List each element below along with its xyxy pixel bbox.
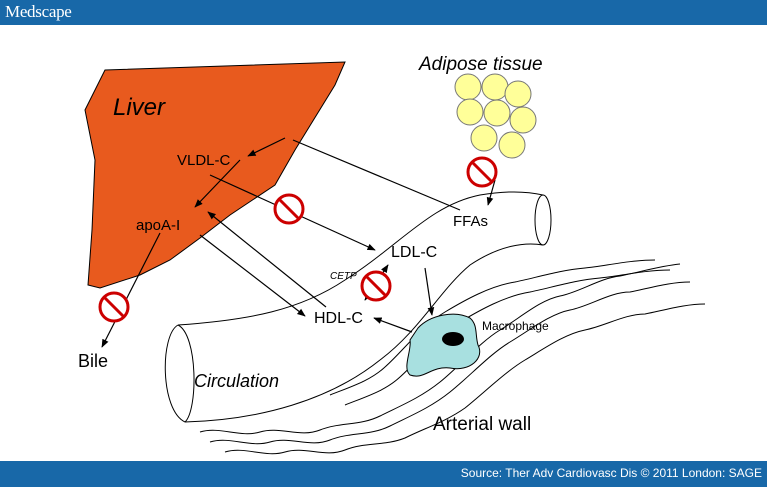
inhibit-symbol bbox=[98, 291, 130, 323]
ffas-label: FFAs bbox=[453, 213, 489, 230]
arterial-wall-label: Arterial wall bbox=[433, 414, 532, 435]
diagram-canvas bbox=[84, 61, 706, 455]
circulation-label: Circulation bbox=[194, 371, 280, 391]
macrophage-shape bbox=[406, 313, 481, 377]
adipose-tissue-label: Adipose tissue bbox=[419, 54, 543, 75]
macrophage-label: Macrophage bbox=[482, 319, 549, 333]
hdl-c-label: HDL-C bbox=[314, 310, 363, 327]
brand-logo: Medscape bbox=[5, 2, 72, 21]
cetp-label: CETP bbox=[330, 271, 357, 282]
macrophage-nucleus bbox=[442, 332, 464, 346]
liver-shape bbox=[84, 61, 346, 289]
header-bar: Medscape bbox=[0, 0, 767, 25]
circulation-vessel bbox=[164, 191, 552, 423]
diagram: Liver Adipose tissue VLDL-C apoA-I FFAs … bbox=[0, 25, 767, 461]
adipose-cells bbox=[454, 73, 537, 159]
footer-bar: Source: Ther Adv Cardiovasc Dis © 2011 L… bbox=[0, 461, 767, 487]
vldl-c-label: VLDL-C bbox=[177, 152, 231, 169]
bile-label: Bile bbox=[78, 351, 109, 371]
inhibit-symbol bbox=[360, 270, 392, 302]
ldl-c-label: LDL-C bbox=[391, 244, 438, 261]
inhibit-symbol bbox=[273, 193, 305, 225]
liver-label: Liver bbox=[113, 94, 166, 121]
pathway-arrows bbox=[101, 137, 496, 348]
inhibit-symbol bbox=[466, 156, 498, 188]
source-citation: Source: Ther Adv Cardiovasc Dis © 2011 L… bbox=[460, 466, 762, 480]
apoa-i-label: apoA-I bbox=[136, 217, 181, 234]
arterial-wall-lines bbox=[199, 259, 706, 455]
